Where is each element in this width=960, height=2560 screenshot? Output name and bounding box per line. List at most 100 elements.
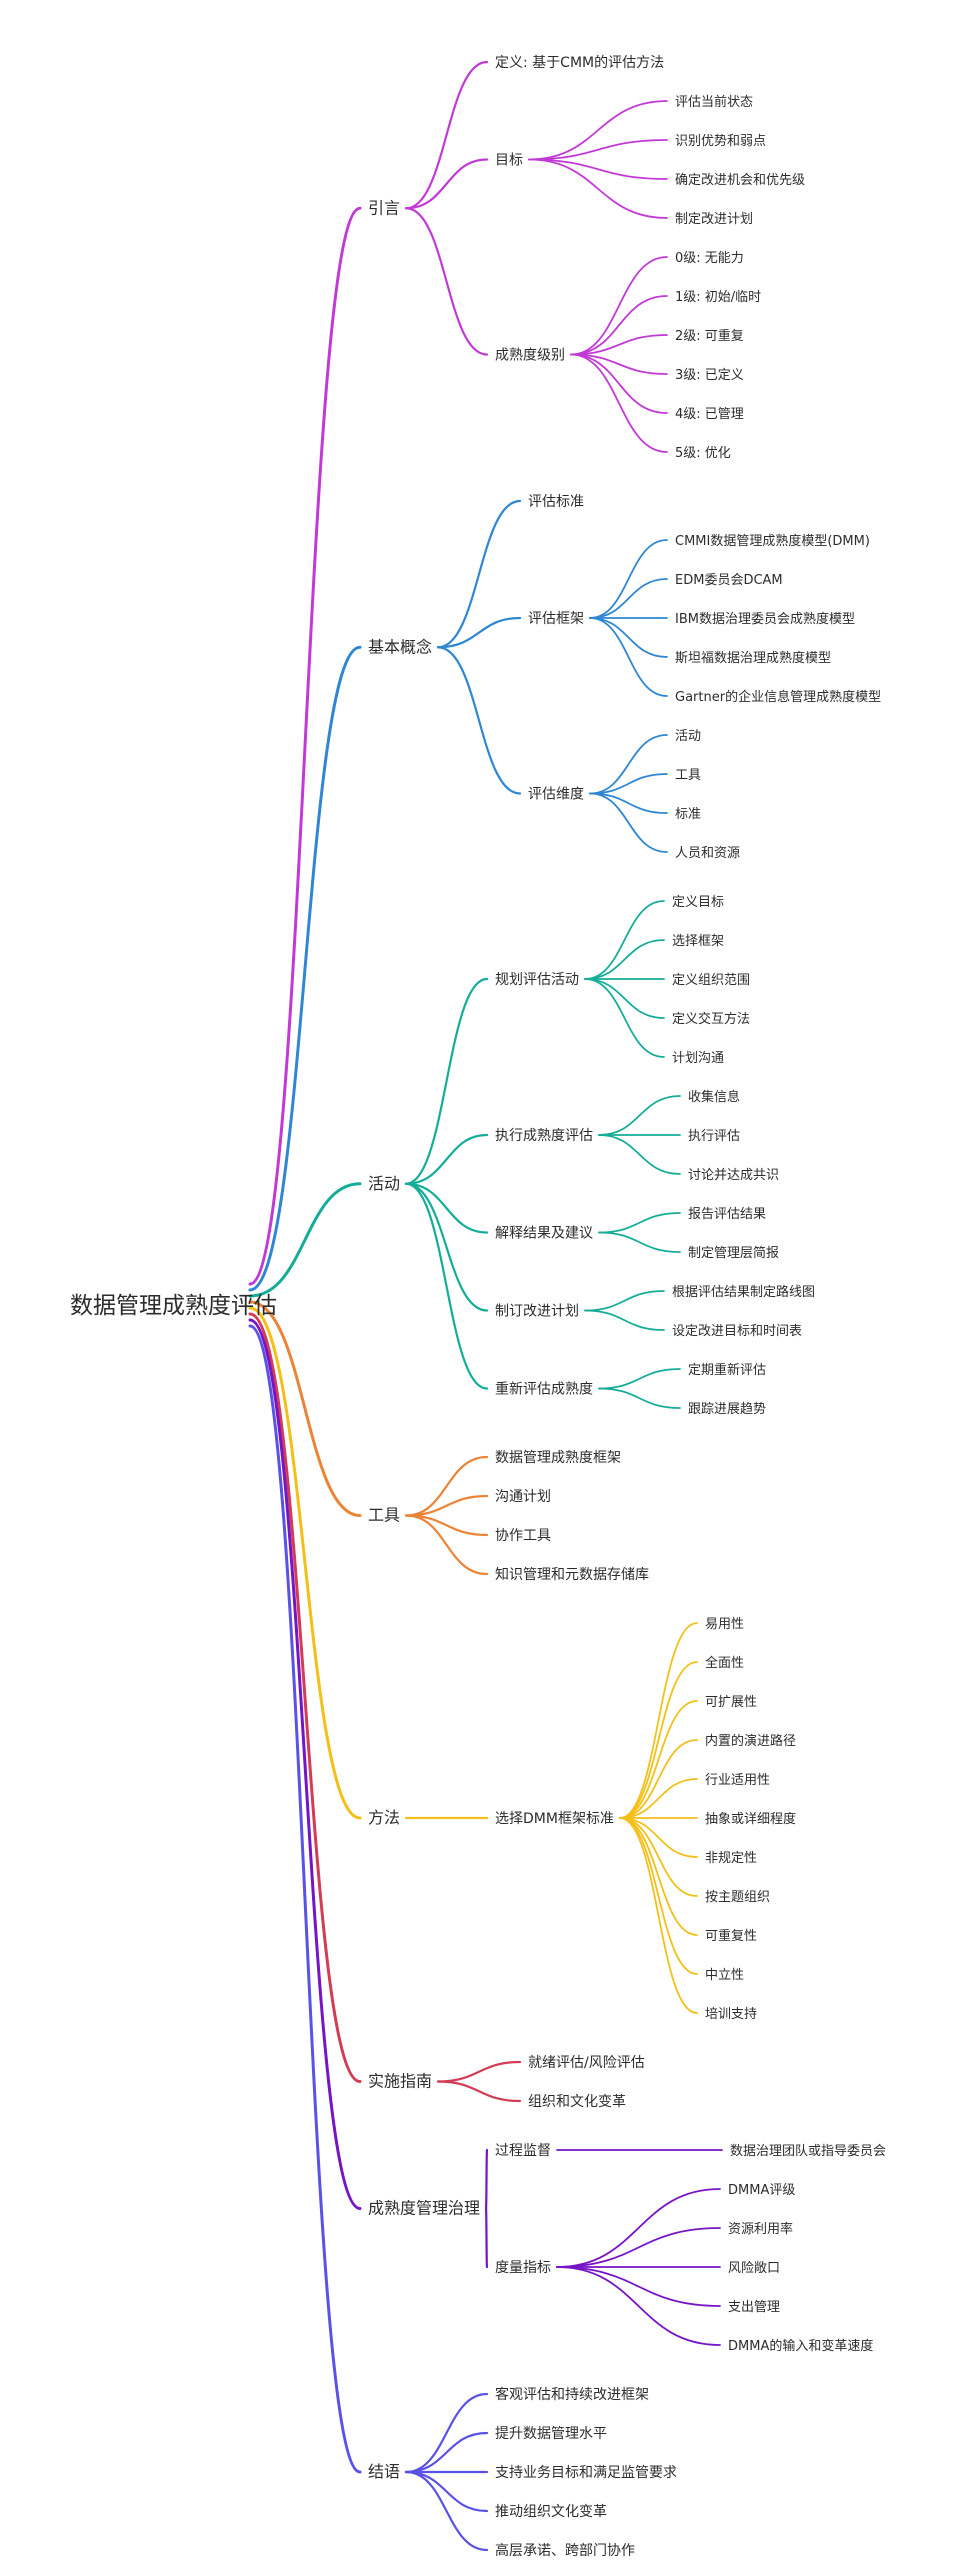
leaf-1-2-1[interactable]: 工具 — [675, 768, 701, 783]
leaf-4-0-0[interactable]: 易用性 — [705, 1617, 744, 1632]
leaf-2-0-2[interactable]: 定义组织范围 — [672, 973, 750, 988]
leaf-4-0-6[interactable]: 非规定性 — [705, 1851, 757, 1866]
branch-7[interactable]: 结语 — [368, 2462, 400, 2481]
node-7-4[interactable]: 高层承诺、跨部门协作 — [495, 2542, 635, 2559]
leaf-4-0-5[interactable]: 抽象或详细程度 — [705, 1811, 796, 1827]
node-2-4[interactable]: 重新评估成熟度 — [495, 1382, 593, 1398]
leaf-0-1-2[interactable]: 确定改进机会和优先级 — [675, 173, 805, 188]
leaf-2-0-4[interactable]: 计划沟通 — [672, 1051, 724, 1066]
node-7-1[interactable]: 提升数据管理水平 — [495, 2426, 607, 2442]
leaf-4-0-10[interactable]: 培训支持 — [705, 2006, 757, 2022]
leaf-6-0-0[interactable]: 数据治理团队或指导委员会 — [730, 2144, 886, 2159]
leaf-2-0-0[interactable]: 定义目标 — [672, 895, 724, 910]
node-3-3[interactable]: 知识管理和元数据存储库 — [495, 1566, 649, 1583]
node-1-0[interactable]: 评估标准 — [528, 494, 584, 510]
node-5-0[interactable]: 就绪评估/风险评估 — [528, 2055, 645, 2071]
node-2-1[interactable]: 执行成熟度评估 — [495, 1128, 593, 1144]
node-0-2[interactable]: 成熟度级别 — [495, 348, 565, 364]
leaf-6-1-4[interactable]: DMMA的输入和变革速度 — [728, 2338, 873, 2354]
edge-6-1 — [484, 2207, 489, 2269]
edge-2-3 — [404, 1182, 489, 1312]
leaf-2-3-0[interactable]: 根据评估结果制定路线图 — [672, 1284, 815, 1300]
leaf-4-0-9[interactable]: 中立性 — [705, 1968, 744, 1983]
leaf-2-2-1[interactable]: 制定管理层简报 — [688, 1245, 779, 1261]
node-1-2[interactable]: 评估维度 — [528, 787, 584, 803]
leaf-1-1-3[interactable]: 斯坦福数据治理成熟度模型 — [675, 650, 831, 666]
branch-5[interactable]: 实施指南 — [368, 2072, 432, 2091]
leaf-0-2-5[interactable]: 5级: 优化 — [675, 446, 731, 461]
leaf-4-0-8[interactable]: 可重复性 — [705, 1928, 757, 1944]
leaf-0-1-3[interactable]: 制定改进计划 — [675, 212, 753, 227]
edge-root-to-2 — [248, 1182, 362, 1298]
node-0-0[interactable]: 定义: 基于CMM的评估方法 — [495, 54, 664, 71]
node-5-1[interactable]: 组织和文化变革 — [528, 2094, 626, 2110]
node-3-2[interactable]: 协作工具 — [495, 1528, 551, 1544]
leaf-2-4-0[interactable]: 定期重新评估 — [688, 1362, 766, 1378]
leaf-2-2-0[interactable]: 报告评估结果 — [688, 1207, 766, 1222]
edge-4-0-3 — [619, 1739, 698, 1819]
leaf-2-4-1[interactable]: 跟踪进展趋势 — [688, 1401, 766, 1417]
leaf-2-1-0[interactable]: 收集信息 — [688, 1089, 740, 1105]
leaf-0-1-1[interactable]: 识别优势和弱点 — [675, 133, 766, 149]
node-2-3[interactable]: 制订改进计划 — [495, 1304, 579, 1320]
node-6-1[interactable]: 度量指标 — [495, 2260, 551, 2276]
node-2-2[interactable]: 解释结果及建议 — [495, 1226, 593, 1242]
leaf-4-0-3[interactable]: 内置的演进路径 — [705, 1733, 796, 1749]
branch-0[interactable]: 引言 — [368, 198, 400, 217]
node-7-2[interactable]: 支持业务目标和满足监管要求 — [495, 2465, 677, 2481]
leaf-1-2-3[interactable]: 人员和资源 — [675, 846, 740, 861]
leaf-0-2-0[interactable]: 0级: 无能力 — [675, 251, 744, 266]
leaf-2-1-1[interactable]: 执行评估 — [688, 1129, 740, 1144]
edge-7-3 — [404, 2470, 489, 2513]
leaf-4-0-4[interactable]: 行业适用性 — [705, 1773, 770, 1788]
leaf-6-1-1[interactable]: 资源利用率 — [728, 2221, 793, 2237]
leaf-1-2-2[interactable]: 标准 — [675, 807, 701, 822]
node-7-0[interactable]: 客观评估和持续改进框架 — [495, 2386, 649, 2403]
branch-1[interactable]: 基本概念 — [368, 637, 432, 656]
leaf-0-2-2[interactable]: 2级: 可重复 — [675, 328, 744, 344]
edge-1-1-1 — [589, 578, 668, 619]
node-3-0[interactable]: 数据管理成熟度框架 — [495, 1450, 621, 1466]
leaf-4-0-2[interactable]: 可扩展性 — [705, 1695, 757, 1710]
branch-4[interactable]: 方法 — [368, 1808, 400, 1827]
leaf-2-1-2[interactable]: 讨论并达成共识 — [688, 1168, 779, 1183]
node-6-0[interactable]: 过程监督 — [495, 2143, 551, 2159]
leaf-0-1-0[interactable]: 评估当前状态 — [675, 94, 753, 110]
edge-0-2-1 — [570, 295, 668, 356]
node-7-3[interactable]: 推动组织文化变革 — [495, 2504, 607, 2520]
leaf-4-0-1[interactable]: 全面性 — [705, 1655, 744, 1671]
leaf-4-0-7[interactable]: 按主题组织 — [705, 1890, 770, 1905]
leaf-1-1-0[interactable]: CMMI数据管理成熟度模型(DMM) — [675, 533, 870, 549]
leaf-6-1-0[interactable]: DMMA评级 — [728, 2183, 795, 2198]
leaf-0-2-1[interactable]: 1级: 初始/临时 — [675, 290, 761, 305]
node-2-0[interactable]: 规划评估活动 — [495, 972, 579, 988]
edge-6-1-0 — [556, 2188, 721, 2268]
edge-7-4 — [404, 2470, 489, 2552]
leaf-0-2-3[interactable]: 3级: 已定义 — [675, 368, 744, 383]
leaf-6-1-2[interactable]: 风险敞口 — [728, 2260, 780, 2276]
edge-0-0 — [404, 60, 489, 210]
leaf-1-1-1[interactable]: EDM委员会DCAM — [675, 573, 783, 588]
node-4-0[interactable]: 选择DMM框架标准 — [495, 1811, 614, 1827]
leaf-2-0-3[interactable]: 定义交互方法 — [672, 1011, 750, 1027]
node-1-1[interactable]: 评估框架 — [528, 611, 584, 627]
leaf-1-2-0[interactable]: 活动 — [675, 729, 701, 744]
leaf-2-3-1[interactable]: 设定改进目标和时间表 — [672, 1324, 802, 1339]
leaf-2-0-1[interactable]: 选择框架 — [672, 934, 724, 949]
branch-6[interactable]: 成熟度管理治理 — [368, 2199, 480, 2218]
branch-3[interactable]: 工具 — [368, 1506, 400, 1525]
edge-5-0 — [436, 2060, 522, 2083]
node-3-1[interactable]: 沟通计划 — [495, 1489, 551, 1505]
branch-2[interactable]: 活动 — [368, 1174, 400, 1193]
leaf-0-2-4[interactable]: 4级: 已管理 — [675, 407, 744, 422]
edge-root-to-5 — [248, 1312, 362, 2083]
edge-4-0-10 — [619, 1817, 698, 2014]
leaf-6-1-3[interactable]: 支出管理 — [728, 2300, 780, 2315]
node-0-1[interactable]: 目标 — [495, 153, 523, 169]
root-topic[interactable]: 数据管理成熟度评估 — [70, 1293, 277, 1319]
edge-2-1-2 — [598, 1134, 681, 1175]
leaf-1-1-2[interactable]: IBM数据治理委员会成熟度模型 — [675, 611, 855, 627]
edge-7-1 — [404, 2431, 489, 2474]
leaf-1-1-4[interactable]: Gartner的企业信息管理成熟度模型 — [675, 689, 881, 705]
